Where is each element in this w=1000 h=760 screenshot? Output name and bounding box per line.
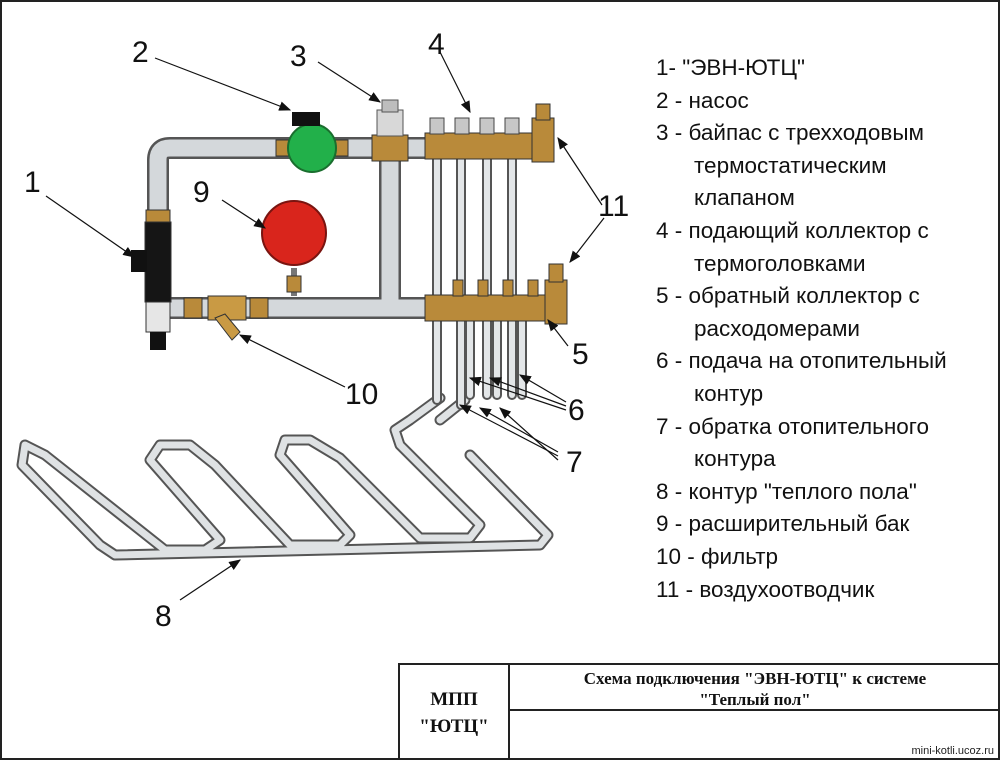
supply-collector — [424, 103, 555, 163]
callout-9: 9 — [193, 176, 210, 209]
callout-6: 6 — [568, 394, 585, 427]
return-collector — [424, 263, 568, 325]
callout-1: 1 — [24, 166, 41, 199]
legend-text-continued: термоголовками — [694, 250, 866, 276]
legend-text: 10 - фильтр — [656, 543, 779, 569]
site-watermark: mini-kotli.ucoz.ru — [911, 745, 994, 757]
legend-text: 7 - обратка отопительного — [656, 413, 930, 439]
legend-item: 9 - расширительный бак — [656, 508, 996, 541]
electric-boiler-unit — [131, 209, 172, 350]
legend-text-continued: термостатическим — [694, 152, 887, 178]
legend-text-continued: клапаном — [694, 185, 795, 211]
callout-11: 11 — [598, 190, 630, 223]
legend-item: 8 - контур "теплого пола" — [656, 476, 996, 509]
title-block: МПП "ЮТЦ" Схема подключения "ЭВН-ЮТЦ" к … — [398, 663, 1000, 760]
leader-lines — [45, 51, 605, 601]
legend-text: 8 - контур "теплого пола" — [656, 478, 917, 504]
drawing-title: Схема подключения "ЭВН-ЮТЦ" к системе — [583, 669, 927, 688]
legend-text: 11 - воздухоотводчик — [656, 576, 875, 602]
organization-name: МПП — [430, 688, 478, 710]
legend-text-continued: расходомерами — [694, 315, 860, 341]
legend-text: 2 - насос — [656, 87, 749, 113]
legend-item: 10 - фильтр — [656, 541, 996, 574]
legend-text: 1- "ЭВН-ЮТЦ" — [656, 55, 806, 80]
legend-item: 4 - подающий коллектор с термоголовками — [656, 215, 996, 280]
drawing-title-2: "Теплый пол" — [699, 690, 811, 709]
callout-10: 10 — [345, 378, 379, 411]
legend-item: 5 - обратный коллектор с расходомерами — [656, 280, 996, 345]
legend-item: 1- "ЭВН-ЮТЦ" — [656, 52, 996, 85]
drawing-title-cell: Схема подключения "ЭВН-ЮТЦ" к системе "Т… — [510, 665, 1000, 711]
organization-name-2: "ЮТЦ" — [419, 715, 489, 737]
organization-cell: МПП "ЮТЦ" — [400, 665, 510, 760]
legend-item: 6 - подача на отопительный контур — [656, 345, 996, 410]
legend-text: 6 - подача на отопительный — [656, 348, 947, 374]
legend-text: 9 - расширительный бак — [656, 511, 910, 537]
expansion-tank — [261, 200, 327, 296]
legend-text: 4 - подающий коллектор с — [656, 217, 929, 243]
legend-text: 3 - байпас с трехходовым — [656, 120, 925, 146]
callout-4: 4 — [428, 28, 445, 61]
legend-text-continued: контура — [694, 446, 776, 472]
legend-item: 7 - обратка отопительного контура — [656, 411, 996, 476]
bypass-valve — [371, 99, 409, 162]
callout-5: 5 — [572, 338, 589, 371]
callout-3: 3 — [290, 40, 307, 73]
legend-item: 2 - насос — [656, 85, 996, 118]
collector-tubes — [432, 145, 527, 410]
callout-8: 8 — [155, 600, 172, 633]
legend: 1- "ЭВН-ЮТЦ" 2 - насос 3 - байпас с трех… — [656, 52, 996, 606]
legend-item: 3 - байпас с трехходовым термостатически… — [656, 117, 996, 215]
legend-item: 11 - воздухоотводчик — [656, 574, 996, 607]
strainer-filter — [183, 295, 269, 341]
callout-2: 2 — [132, 36, 149, 69]
callout-7: 7 — [566, 446, 583, 479]
legend-text-continued: контур — [694, 380, 764, 406]
floor-heating-loop — [16, 392, 554, 561]
circulation-pump — [275, 112, 349, 173]
legend-text: 5 - обратный коллектор с — [656, 283, 920, 309]
